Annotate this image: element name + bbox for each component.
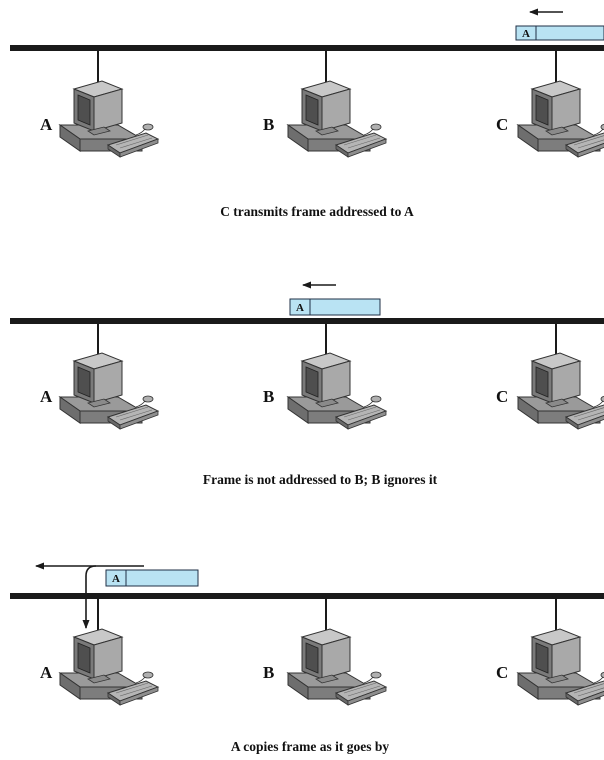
computer-icon — [287, 352, 387, 430]
panel-caption: A copies frame as it goes by — [231, 739, 389, 754]
station-label: B — [263, 663, 274, 682]
computer-icon — [287, 628, 387, 706]
station-label: A — [40, 663, 53, 682]
station-c: C — [496, 599, 604, 706]
station-c: C — [496, 324, 604, 430]
station-label: A — [40, 387, 53, 406]
frame-address-label: A — [522, 28, 530, 40]
frame-address-label: A — [296, 302, 304, 314]
station-label: C — [496, 663, 508, 682]
panel-1: A A B C C transmits frame addressed to A — [10, 8, 604, 219]
frame: A — [105, 569, 199, 587]
computer-icon — [517, 628, 604, 706]
station-a: A — [40, 51, 159, 158]
station-c: C — [496, 51, 604, 158]
computer-icon — [59, 80, 159, 158]
computer-icon — [59, 628, 159, 706]
station-b: B — [263, 51, 387, 158]
station-b: B — [263, 599, 387, 706]
computer-icon — [517, 352, 604, 430]
station-label: C — [496, 387, 508, 406]
station-b: B — [263, 324, 387, 430]
frame: A — [515, 25, 604, 41]
panel-3: A A B C A copies frame as it goes by — [10, 562, 604, 754]
station-label: C — [496, 115, 508, 134]
station-label: A — [40, 115, 53, 134]
panel-caption: Frame is not addressed to B; B ignores i… — [203, 472, 438, 487]
panel-2: A A B C Frame is not addressed to B; B i… — [10, 281, 604, 487]
station-a: A — [40, 599, 159, 706]
frame: A — [289, 298, 381, 316]
computer-icon — [517, 80, 604, 158]
station-label: B — [263, 387, 274, 406]
computer-icon — [59, 352, 159, 430]
frame-address-label: A — [112, 573, 120, 585]
station-a: A — [40, 324, 159, 430]
station-label: B — [263, 115, 274, 134]
panel-caption: C transmits frame addressed to A — [220, 204, 414, 219]
computer-icon — [287, 80, 387, 158]
